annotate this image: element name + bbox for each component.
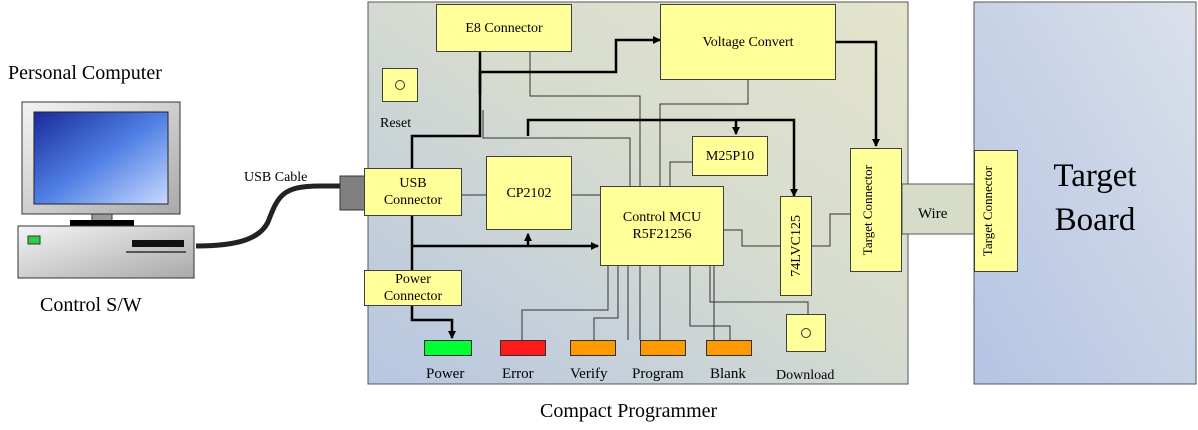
download-button[interactable] [786,314,826,352]
power-led-label: Power [426,366,465,382]
target-connector-label: Target Connector [860,164,875,256]
download-label: Download [776,368,835,383]
pc-case-icon [17,225,195,279]
usb-connector-block: USB Connector [364,168,462,216]
program-led [640,340,686,356]
control-mcu-block: Control MCU R5F21256 [600,186,724,266]
signal-lines [462,52,850,352]
power-lines [410,36,880,339]
e8-connector-block: E8 Connector [436,4,572,52]
wire-band [901,183,975,235]
target-board-connector-label: Target Connector [980,165,995,257]
power-led [424,340,472,356]
reset-button[interactable] [382,68,418,102]
usb-cable-label: USB Cable [244,170,308,185]
pc-title: Personal Computer [8,62,162,84]
reset-label: Reset [380,116,412,131]
m25p10-block: M25P10 [692,136,768,176]
usb-plug [339,175,369,211]
programmer-caption: Compact Programmer [540,400,718,422]
error-led-label: Error [502,366,534,382]
monitor-icon [21,101,181,230]
button-circle-icon [801,328,811,338]
wire-label: Wire [918,206,948,222]
buffer-label: 74LVC125 [788,215,804,277]
verify-led-label: Verify [570,366,608,382]
error-led [500,340,546,356]
blank-led [706,340,752,356]
pc-software-label: Control S/W [40,294,142,316]
program-led-label: Program [632,366,684,382]
verify-led [570,340,616,356]
target-board-connector: Target Connector [974,150,1018,272]
cp2102-block: CP2102 [486,156,572,230]
target-board-title: Target Board [1053,158,1137,238]
voltage-convert-block: Voltage Convert [660,4,836,80]
blank-led-label: Blank [710,366,746,382]
target-connector-block: Target Connector [850,148,902,272]
button-circle-icon [395,80,405,90]
buffer-block: 74LVC125 [780,196,812,296]
power-connector-block: Power Connector [364,270,462,306]
usb-cable [195,183,342,249]
